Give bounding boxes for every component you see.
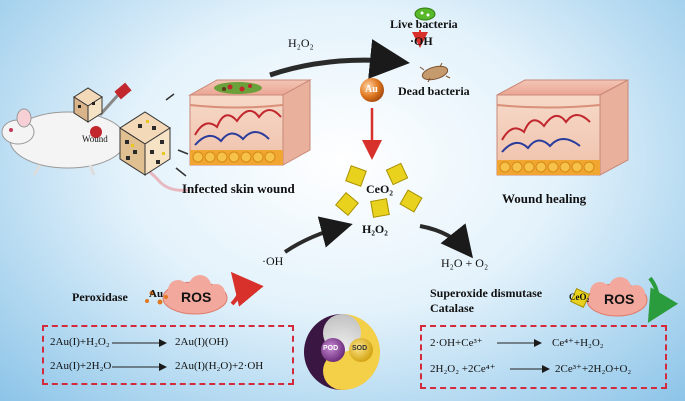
catalase-label: Catalase [430,301,474,315]
left-ros-cloud [162,275,228,315]
right-equation-box [420,325,667,389]
peroxidase-label: Peroxidase [72,290,128,304]
top-h2o2-label: H₂O₂ [288,36,314,50]
ros-decrease-arrow [647,276,679,323]
right-ceo2-label: CeO₂ [569,292,590,302]
sod-label: Superoxide dismutase [430,286,543,300]
products-label: H₂O + O₂ [441,256,489,270]
pod-sod-yinyang [304,314,380,390]
ceo2-to-products-arrow [419,223,474,259]
healed-skin-block [496,79,629,176]
left-eq1-lhs: 2Au(I)+H₂O₂ [50,336,110,348]
pod-label: POD [323,345,339,352]
infected-skin-label: Infected skin wound [182,181,295,196]
left-equation-box [42,325,294,385]
right-eq2-lhs: 2H₂O₂ +2Ce⁴⁺ [430,363,496,375]
infected-skin-block [188,79,312,166]
dead-bacteria-icon [419,62,451,83]
left-au-particles [145,290,168,305]
h2o2-to-oh-arrow [269,39,410,79]
mouse-illustration [1,82,189,192]
live-bacteria-icon [414,7,436,21]
gold-nanoparticle-icon [360,78,384,102]
hydrogel-cube-large [119,111,171,176]
hydrogel-cube-small [73,87,103,123]
left-eq2-lhs: 2Au(I)+2H₂O [50,360,112,372]
left-eq2-rhs: 2Au(I)(H₂O)+2·OH [175,360,264,372]
motion-lines [165,93,189,177]
right-ceo2-icon [570,288,590,308]
right-ros-cloud [586,277,648,317]
right-eq1-lhs: 2·OH+Ce³⁺ [430,337,483,349]
center-h2o2-label: H₂O₂ [362,222,388,236]
dead-bacteria-label: Dead bacteria [398,84,470,98]
ros-increase-arrow [230,271,264,307]
sod-label-yinyang: SOD [352,345,368,352]
wound-label: Wound [82,134,108,144]
right-eq1-rhs: Ce⁴⁺+H₂O₂ [552,337,604,349]
wound-healing-label: Wound healing [502,191,587,206]
au-label: Au [365,84,378,95]
oh-to-ceo2-arrow [283,216,353,254]
center-oh-label: ·OH [262,254,284,268]
right-ros-label: ROS [604,291,635,307]
right-eq2-rhs: 2Ce³⁺+2H₂O+O₂ [555,363,632,375]
ceo2-center-label: CeO₂ [366,182,393,196]
ceo2-nanocubes [335,162,423,218]
left-au-label: Au [149,288,164,300]
top-oh-label: ·OH [410,34,433,48]
live-bacteria-label: Live bacteria [390,17,458,31]
left-ros-label: ROS [181,289,212,305]
left-eq1-rhs: 2Au(I)(OH) [175,336,229,348]
